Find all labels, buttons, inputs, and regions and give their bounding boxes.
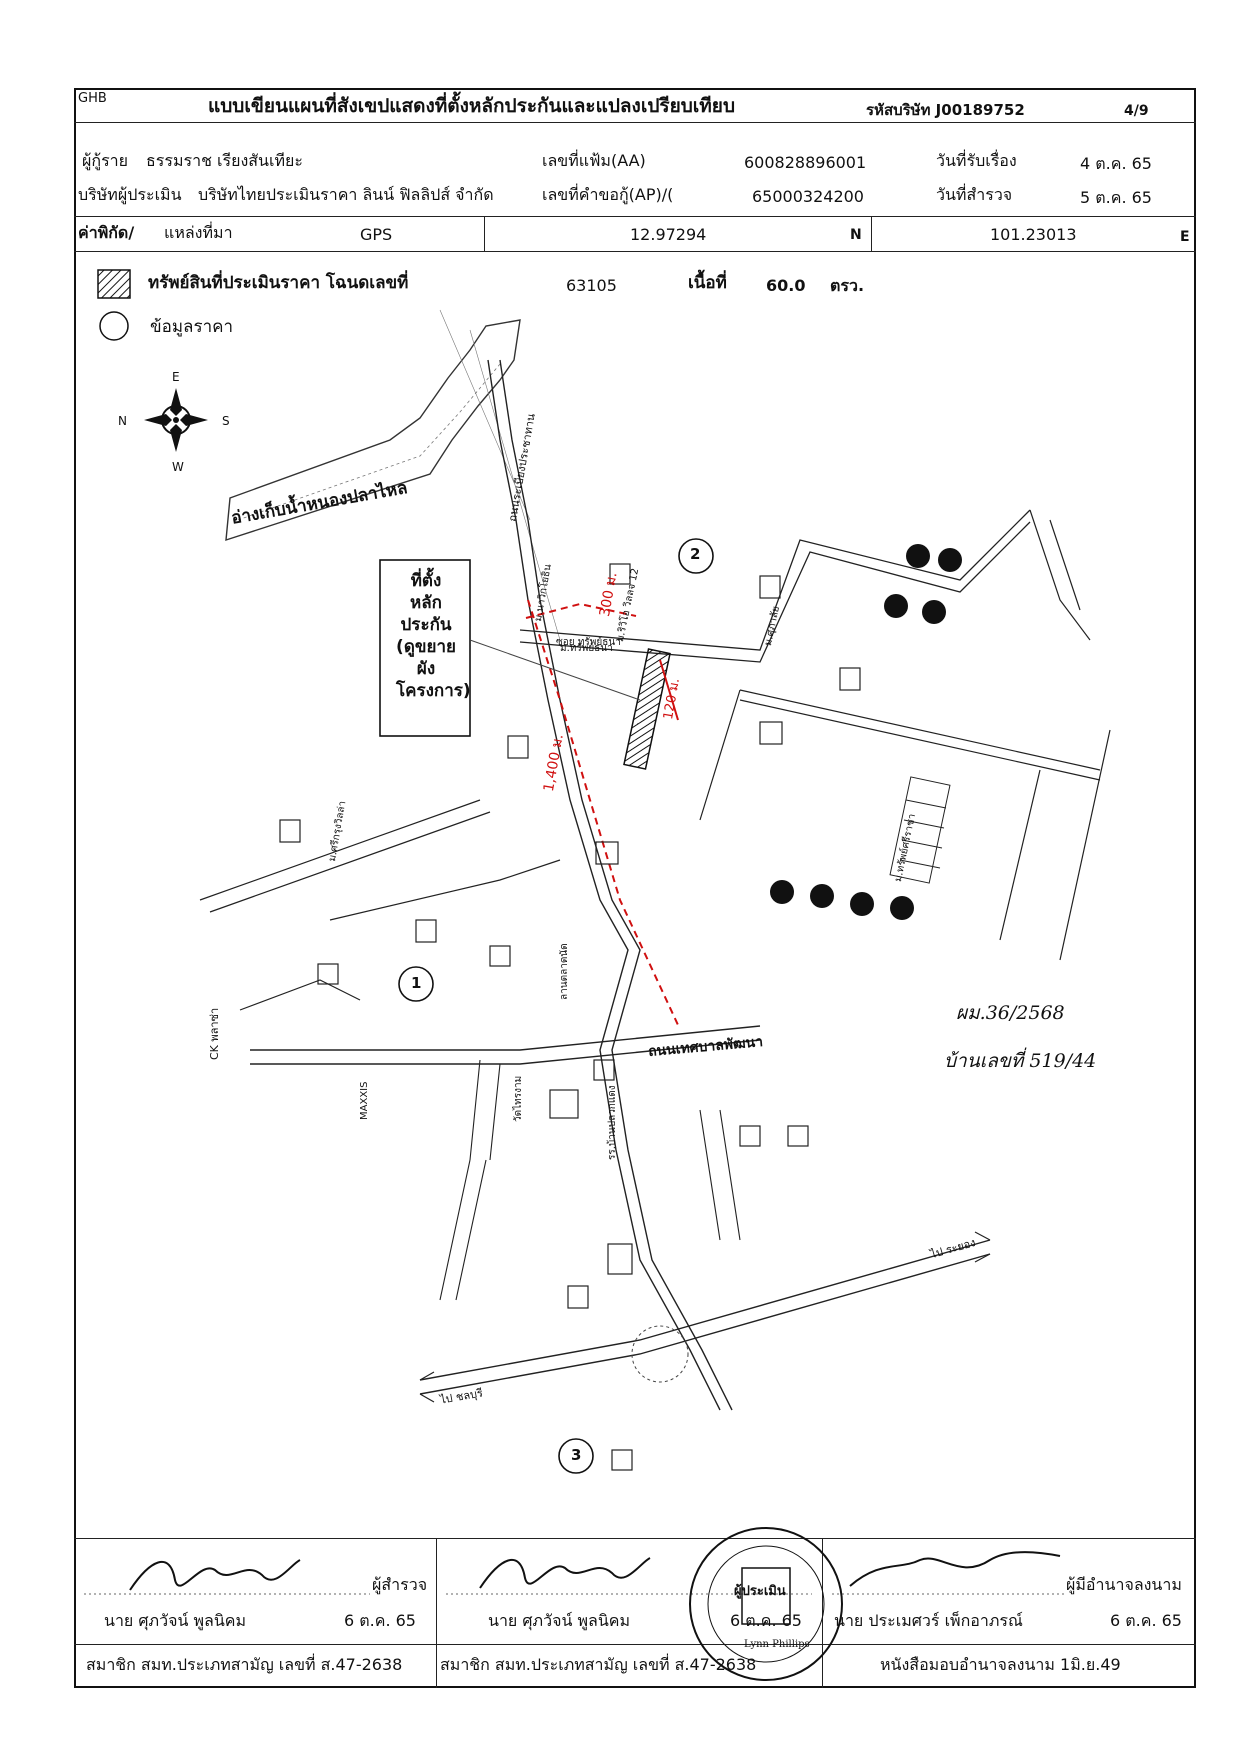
coords-divider bbox=[74, 251, 1196, 252]
building-icons bbox=[279, 563, 861, 1471]
price-circle-swatch bbox=[99, 311, 129, 341]
marker-3: 3 bbox=[571, 1446, 582, 1464]
header-divider bbox=[74, 122, 1196, 123]
loan-no: 65000324200 bbox=[752, 187, 864, 206]
signature-sep-1 bbox=[436, 1538, 437, 1688]
coords-source-label: แหล่งที่มา bbox=[164, 223, 233, 242]
legend-price-label: ข้อมูลราคา bbox=[150, 317, 234, 337]
reservoir-outline bbox=[225, 319, 521, 541]
longitude: 101.23013 bbox=[990, 225, 1077, 244]
handwritten-ref: ผม.36/2568 bbox=[956, 1002, 1065, 1024]
compass-n: N bbox=[118, 414, 127, 428]
road-north-south bbox=[487, 359, 721, 1411]
company-stamp bbox=[689, 1527, 843, 1681]
legend-asset-label: ทรัพย์สินที่ประเมินราคา โฉนดเลขที่ bbox=[148, 273, 409, 293]
co-surveyor-member: สมาชิก สมท.ประเภทสามัญ เลขที่ ส.47-2638 bbox=[440, 1655, 757, 1674]
compass-s: S bbox=[222, 414, 230, 428]
coords-sep-1 bbox=[484, 216, 485, 251]
file-no: 600828896001 bbox=[744, 153, 867, 172]
road-soi bbox=[519, 509, 1031, 651]
area-label: เนื้อที่ bbox=[688, 273, 727, 293]
latitude: 12.97294 bbox=[630, 225, 707, 244]
page-title: แบบเขียนแผนที่สังเขปแสดงที่ตั้งหลักประกั… bbox=[208, 95, 735, 117]
appraiser-name: บริษัทไทยประเมินราคา ลินน์ ฟิลลิปส์ จำกั… bbox=[198, 185, 494, 204]
ghb-label: GHB bbox=[78, 91, 107, 106]
price-markers bbox=[398, 538, 714, 1474]
appraiser-label: บริษัทผู้ประเมิน bbox=[78, 185, 182, 204]
compass-icon bbox=[144, 388, 208, 452]
village-label-4: ม.ทรัพย์ธนา bbox=[560, 643, 613, 654]
surveyor-role: ผู้สำรวจ bbox=[372, 1575, 428, 1594]
surveyor-date: 6 ต.ค. 65 bbox=[344, 1611, 416, 1630]
road-highway bbox=[419, 1239, 991, 1381]
area-value: 60.0 bbox=[766, 276, 806, 295]
area-unit: ตรว. bbox=[830, 276, 865, 295]
asset-hatch-swatch bbox=[97, 269, 131, 299]
road-main bbox=[250, 1025, 761, 1051]
surveyor-member: สมาชิก สมท.ประเภทสามัญ เลขที่ ส.47-2638 bbox=[86, 1655, 403, 1674]
co-surveyor-date: 6 ต.ค. 65 bbox=[730, 1611, 802, 1630]
authorized-date: 6 ต.ค. 65 bbox=[1110, 1611, 1182, 1630]
collateral-plot bbox=[623, 648, 671, 770]
marker-2: 2 bbox=[690, 545, 701, 563]
distance-path-1 bbox=[527, 599, 679, 1026]
deed-no: 63105 bbox=[566, 276, 617, 295]
collateral-callout-text: ที่ตั้งหลักประกัน (ดูขยายผังโครงการ) bbox=[396, 571, 471, 701]
collateral-callout-box bbox=[379, 559, 471, 737]
co-surveyor-name: นาย ศุภวัจน์ พูลนิคม bbox=[488, 1611, 631, 1630]
company-code: รหัสบริษัท J00189752 bbox=[866, 101, 1025, 119]
village-label-7: ซอย ทรัพย์ธนา bbox=[556, 637, 621, 648]
surveyor-name: นาย ศุภวัจน์ พูลนิคม bbox=[104, 1611, 247, 1630]
borrower-name: ธรรมราช เรียงสันเทียะ bbox=[146, 151, 303, 170]
signature-top-divider bbox=[74, 1538, 1196, 1539]
latitude-dir: N bbox=[850, 227, 862, 243]
distance-path-2 bbox=[525, 602, 637, 619]
page-number: 4/9 bbox=[1124, 103, 1149, 119]
coords-sep-2 bbox=[871, 216, 872, 251]
compass-e: E bbox=[172, 370, 180, 384]
signature-authorized bbox=[849, 1551, 1061, 1587]
handwritten-house-no: บ้านเลขที่ 519/44 bbox=[944, 1050, 1097, 1072]
survey-label: วันที่สำรวจ bbox=[936, 185, 1013, 204]
info-divider bbox=[74, 216, 1196, 217]
loan-no-label: เลขที่คำขอกู้(AP)/( bbox=[542, 185, 674, 204]
document-frame bbox=[74, 88, 1196, 1688]
authorized-role: ผู้มีอำนาจลงนาม bbox=[1066, 1575, 1182, 1594]
stamp-text: ผู้ประเมิน bbox=[734, 1584, 786, 1599]
authorized-member: หนังสือมอบอำนาจลงนาม 1มิ.ย.49 bbox=[880, 1655, 1121, 1674]
borrower-label: ผู้กู้ราย bbox=[82, 151, 129, 170]
signature-surveyor-1 bbox=[129, 1559, 301, 1591]
signature-sep-2 bbox=[822, 1538, 823, 1688]
coords-source: GPS bbox=[360, 225, 393, 244]
tree-icons bbox=[770, 544, 962, 920]
longitude-dir: E bbox=[1180, 229, 1190, 245]
marker-1: 1 bbox=[411, 974, 422, 992]
signature-surveyor-2 bbox=[479, 1557, 651, 1589]
received-label: วันที่รับเรื่อง bbox=[936, 151, 1017, 170]
roundabout bbox=[631, 1325, 689, 1383]
compass-w: W bbox=[172, 460, 184, 474]
distance-path-3 bbox=[659, 659, 679, 721]
file-no-label: เลขที่แฟ้ม(AA) bbox=[542, 151, 646, 170]
received-date: 4 ต.ค. 65 bbox=[1080, 154, 1152, 173]
coords-label: ค่าพิกัด/ bbox=[78, 223, 135, 242]
project-lots bbox=[889, 776, 951, 884]
authorized-name: นาย ประเมศวร์ เพ็กอาภรณ์ bbox=[834, 1611, 1023, 1630]
signature-bottom-divider bbox=[74, 1644, 1196, 1645]
stamp-company: Lynn Phillips bbox=[744, 1639, 810, 1650]
survey-date: 5 ต.ค. 65 bbox=[1080, 188, 1152, 207]
